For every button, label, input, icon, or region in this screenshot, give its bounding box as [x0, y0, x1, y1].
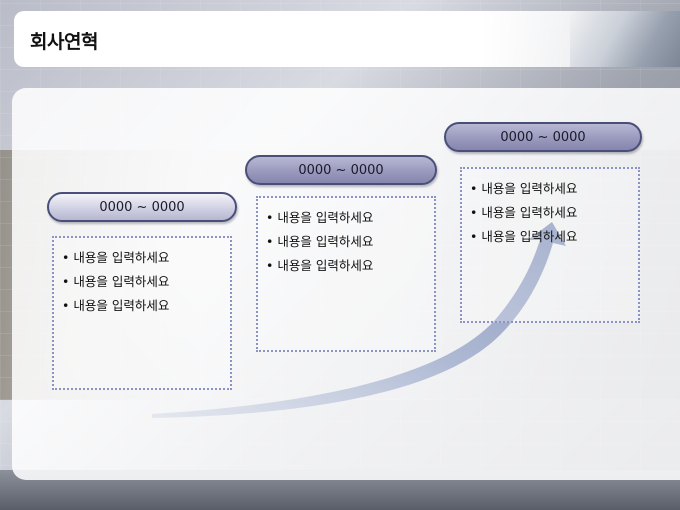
list-item: •내용을 입력하세요 — [470, 181, 578, 196]
building-image — [570, 11, 680, 67]
page-title: 회사연혁 — [30, 31, 98, 53]
content-panel — [12, 88, 680, 480]
title-bar — [14, 11, 680, 67]
list-item: •내용을 입력하세요 — [62, 298, 170, 313]
content-box-3: •내용을 입력하세요 •내용을 입력하세요 •내용을 입력하세요 — [460, 167, 640, 323]
list-item: •내용을 입력하세요 — [266, 234, 374, 249]
list-item: •내용을 입력하세요 — [266, 210, 374, 225]
list-item: •내용을 입력하세요 — [470, 229, 578, 244]
list-item: •내용을 입력하세요 — [266, 258, 374, 273]
period-pill-2: 0000 ~ 0000 — [245, 155, 437, 185]
content-box-1: •내용을 입력하세요 •내용을 입력하세요 •내용을 입력하세요 — [52, 236, 232, 390]
period-pill-3: 0000 ~ 0000 — [444, 122, 642, 152]
period-pill-1: 0000 ~ 0000 — [47, 192, 237, 222]
content-box-2: •내용을 입력하세요 •내용을 입력하세요 •내용을 입력하세요 — [256, 196, 436, 352]
list-item: •내용을 입력하세요 — [470, 205, 578, 220]
list-item: •내용을 입력하세요 — [62, 250, 170, 265]
list-item: •내용을 입력하세요 — [62, 274, 170, 289]
